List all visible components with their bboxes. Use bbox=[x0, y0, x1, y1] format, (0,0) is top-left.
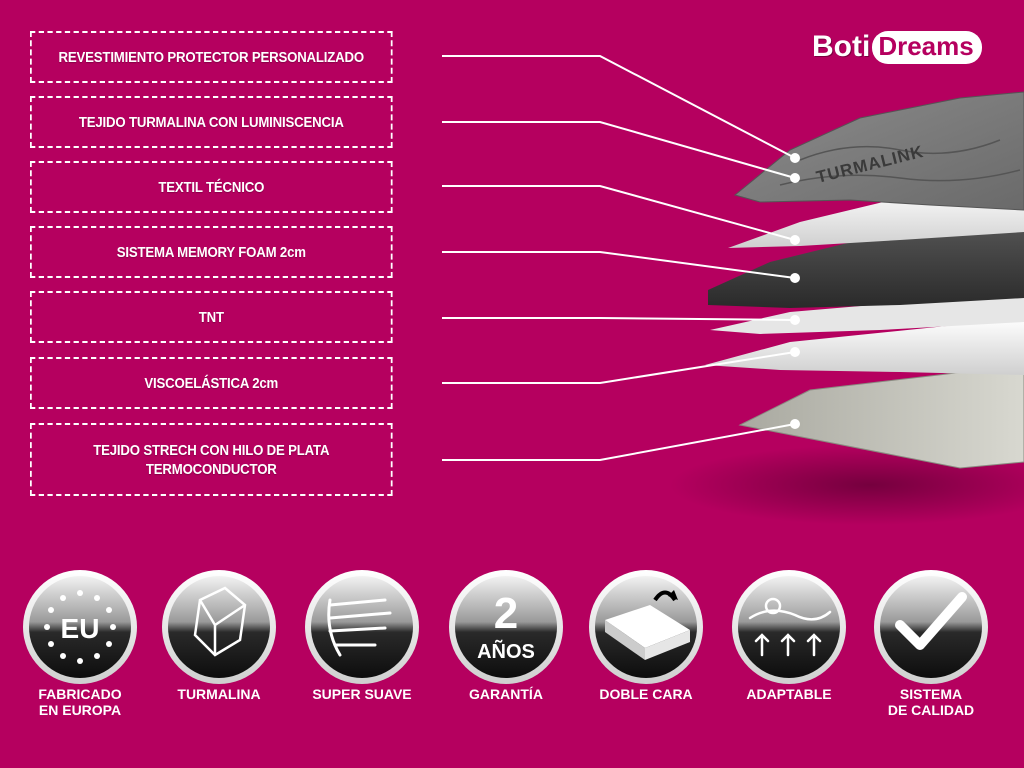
crystal-icon bbox=[193, 586, 247, 657]
layer-memory-foam bbox=[708, 222, 1024, 308]
badge-label-garantia: GARANTÍA bbox=[469, 686, 543, 702]
brand-name-part2: Dreams bbox=[872, 31, 982, 64]
warranty-number: 2 bbox=[494, 589, 518, 638]
layer-label-viscoelastica: VISCOELÁSTICA 2cm bbox=[30, 357, 393, 409]
layer-tnt bbox=[710, 292, 1024, 334]
layer-label-tnt: TNT bbox=[30, 291, 393, 343]
layer-label-memory-foam: SISTEMA MEMORY FOAM 2cm bbox=[30, 226, 393, 278]
badge-label-calidad: SISTEMA DE CALIDAD bbox=[887, 686, 975, 718]
badge-label-turmalina: TURMALINA bbox=[177, 686, 261, 702]
badge-doble-cara bbox=[589, 570, 703, 684]
eu-text: EU bbox=[61, 613, 100, 644]
brand-logo: Boti Dreams bbox=[812, 14, 1012, 64]
layer-label-turmalina: TEJIDO TURMALINA CON LUMINISCENCIA bbox=[30, 96, 393, 148]
quilting-line bbox=[779, 169, 1021, 186]
eu-stars-icon bbox=[44, 590, 116, 664]
layer-strech-fabric bbox=[738, 364, 1024, 469]
badge-adaptable bbox=[732, 570, 846, 684]
body-adapt-icon bbox=[748, 597, 832, 657]
layer-turmalina-top bbox=[733, 91, 1024, 211]
leader-lines bbox=[442, 55, 800, 461]
badge-label-adaptable: ADAPTABLE bbox=[746, 686, 832, 702]
layer-viscoelastica bbox=[705, 318, 1024, 375]
warranty-unit: AÑOS bbox=[477, 640, 535, 663]
flip-mattress-icon bbox=[605, 590, 690, 660]
brand-name-part1: Boti bbox=[812, 30, 871, 63]
floor-shadow bbox=[670, 445, 1024, 525]
layer-label-strech: TEJIDO STRECH CON HILO DE PLATA TERMOCON… bbox=[30, 423, 393, 496]
badge-garantia: 2 AÑOS bbox=[449, 570, 563, 684]
badge-label-super-suave: SUPER SUAVE bbox=[312, 686, 412, 702]
layer-label-protector: REVESTIMIENTO PROTECTOR PERSONALIZADO bbox=[30, 31, 393, 83]
quilting-line bbox=[799, 139, 1001, 161]
badge-super-suave bbox=[305, 570, 419, 684]
check-icon bbox=[895, 592, 967, 650]
hand-feather-icon bbox=[327, 598, 392, 657]
badge-label-eu: FABRICADO EN EUROPA bbox=[38, 686, 122, 718]
layer-label-textil: TEXTIL TÉCNICO bbox=[30, 161, 393, 213]
badge-label-doble-cara: DOBLE CARA bbox=[599, 686, 693, 702]
badge-calidad bbox=[874, 570, 988, 684]
badge-turmalina bbox=[162, 570, 276, 684]
badge-eu: EU bbox=[23, 570, 137, 684]
